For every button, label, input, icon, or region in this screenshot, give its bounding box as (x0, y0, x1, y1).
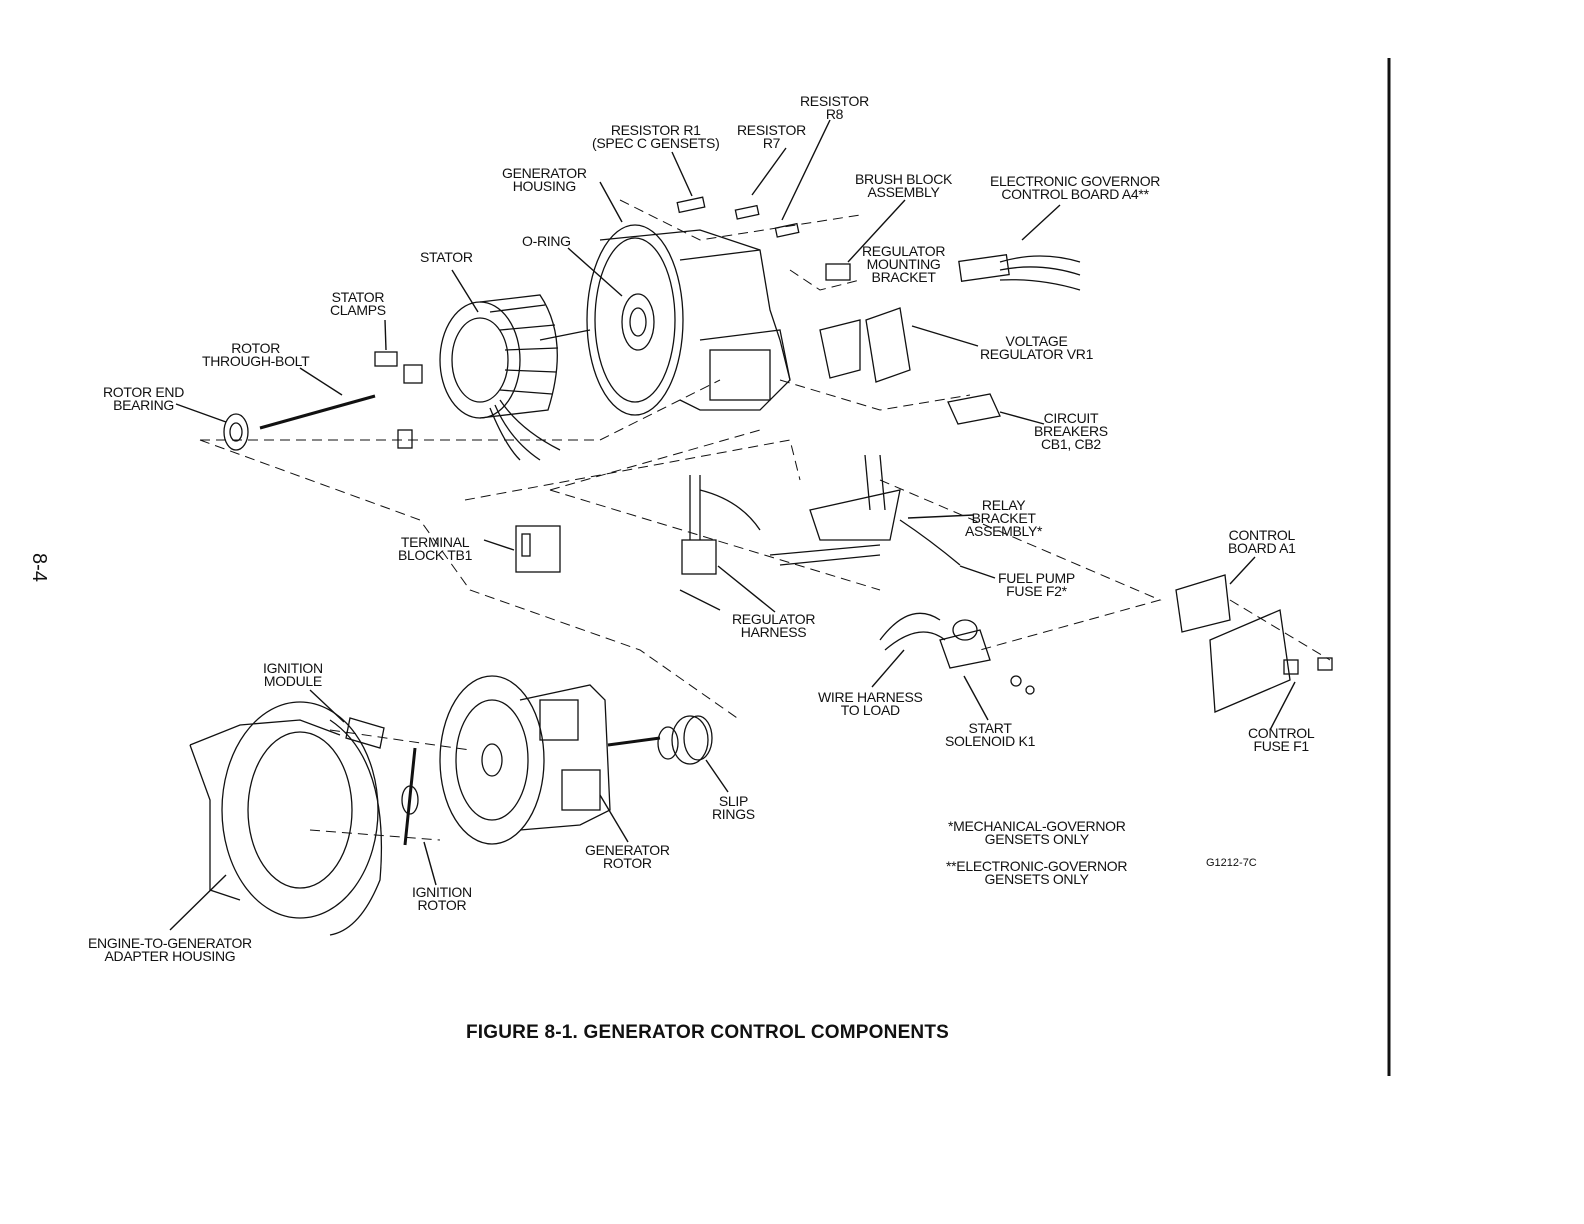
label-stator: STATOR (420, 249, 473, 265)
page-number: 8-4 (27, 553, 50, 582)
generator-housing-drawing (539, 224, 791, 416)
stator-drawing (439, 294, 561, 461)
figure-caption: FIGURE 8-1. GENERATOR CONTROL COMPONENTS (466, 1022, 950, 1043)
generator-rotor-drawing (439, 675, 661, 845)
drawing-code: G1212-7C (1206, 857, 1257, 869)
label-resistor-r1: RESISTOR R1(SPEC C GENSETS) (592, 122, 720, 151)
adapter-housing-drawing (189, 701, 383, 936)
label-o-ring: O-RING (522, 233, 571, 249)
